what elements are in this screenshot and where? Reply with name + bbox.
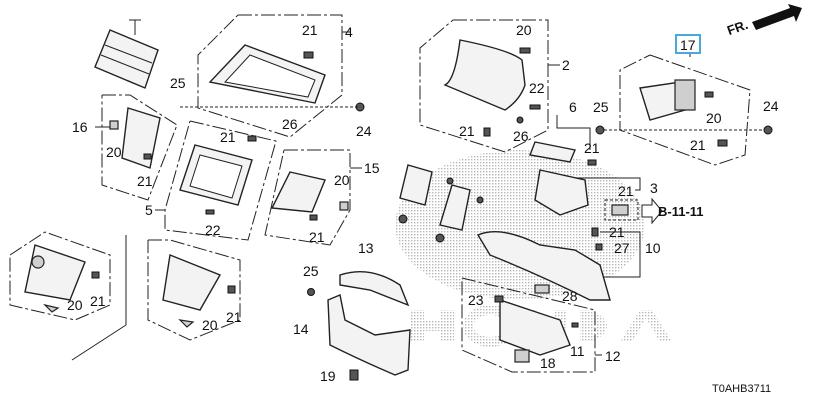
highlight-box-17: [675, 34, 701, 54]
group-16: [101, 94, 178, 201]
callout-13[interactable]: 13: [358, 240, 374, 256]
callout-21[interactable]: 21: [584, 140, 600, 156]
callout-22[interactable]: 22: [205, 222, 221, 238]
callout-28[interactable]: 28: [562, 288, 578, 304]
callout-20[interactable]: 20: [334, 172, 350, 188]
group-13-14: [307, 270, 411, 381]
callout-22[interactable]: 22: [529, 80, 545, 96]
callout-19[interactable]: 19: [320, 368, 336, 384]
callout-18[interactable]: 18: [540, 355, 556, 371]
callout-2[interactable]: 2: [562, 57, 570, 73]
callout-5[interactable]: 5: [145, 202, 153, 218]
group-shift-left: [9, 231, 127, 361]
callout-21[interactable]: 21: [618, 183, 634, 199]
part-panel-top: [94, 19, 159, 89]
callout-20[interactable]: 20: [106, 144, 122, 160]
callout-26[interactable]: 26: [282, 116, 298, 132]
callout-21[interactable]: 21: [459, 123, 475, 139]
callout-4[interactable]: 4: [345, 24, 353, 40]
group-12: [461, 277, 596, 373]
callout-12[interactable]: 12: [605, 348, 621, 364]
callout-21[interactable]: 21: [220, 129, 236, 145]
front-direction-arrow: [752, 4, 802, 30]
leader-lines: [95, 31, 691, 356]
callout-21[interactable]: 21: [226, 309, 242, 325]
callout-20[interactable]: 20: [67, 297, 83, 313]
diagram-code: T0AHB3711: [712, 383, 772, 395]
callout-20[interactable]: 20: [516, 22, 532, 38]
reference-link[interactable]: B-11-11: [658, 204, 704, 219]
brackets: [398, 164, 484, 243]
callout-15[interactable]: 15: [364, 160, 380, 176]
callout-21[interactable]: 21: [690, 137, 706, 153]
callout-24[interactable]: 24: [356, 123, 372, 139]
callout-11[interactable]: 11: [570, 343, 585, 359]
callout-25[interactable]: 25: [593, 99, 609, 115]
callout-10[interactable]: 10: [645, 240, 661, 256]
callout-23[interactable]: 23: [468, 292, 484, 308]
group-5: [164, 120, 277, 241]
callout-21[interactable]: 21: [309, 229, 325, 245]
group-3: [534, 169, 663, 225]
callout-24[interactable]: 24: [763, 98, 779, 114]
callout-21[interactable]: 21: [90, 293, 106, 309]
callout-6[interactable]: 6: [569, 99, 577, 115]
callout-25[interactable]: 25: [170, 75, 186, 91]
callout-21[interactable]: 21: [609, 224, 625, 240]
callout-25[interactable]: 25: [303, 263, 319, 279]
group-4: [180, 14, 365, 138]
callout-26[interactable]: 26: [513, 128, 529, 144]
callout-20[interactable]: 20: [706, 110, 722, 126]
part-6: [529, 115, 768, 166]
callout-3[interactable]: 3: [650, 180, 658, 196]
callout-27[interactable]: 27: [614, 240, 630, 256]
group-10: [476, 227, 641, 301]
callout-16[interactable]: 16: [72, 119, 88, 135]
callout-17[interactable]: 17: [680, 37, 696, 53]
callout-21[interactable]: 21: [302, 22, 318, 38]
callout-21[interactable]: 21: [137, 173, 153, 189]
group-17: [619, 54, 773, 166]
group-shift-right: [147, 239, 241, 341]
group-15: [264, 149, 351, 246]
group-2: [419, 19, 549, 153]
callout-14[interactable]: 14: [293, 321, 309, 337]
callout-20[interactable]: 20: [202, 317, 218, 333]
